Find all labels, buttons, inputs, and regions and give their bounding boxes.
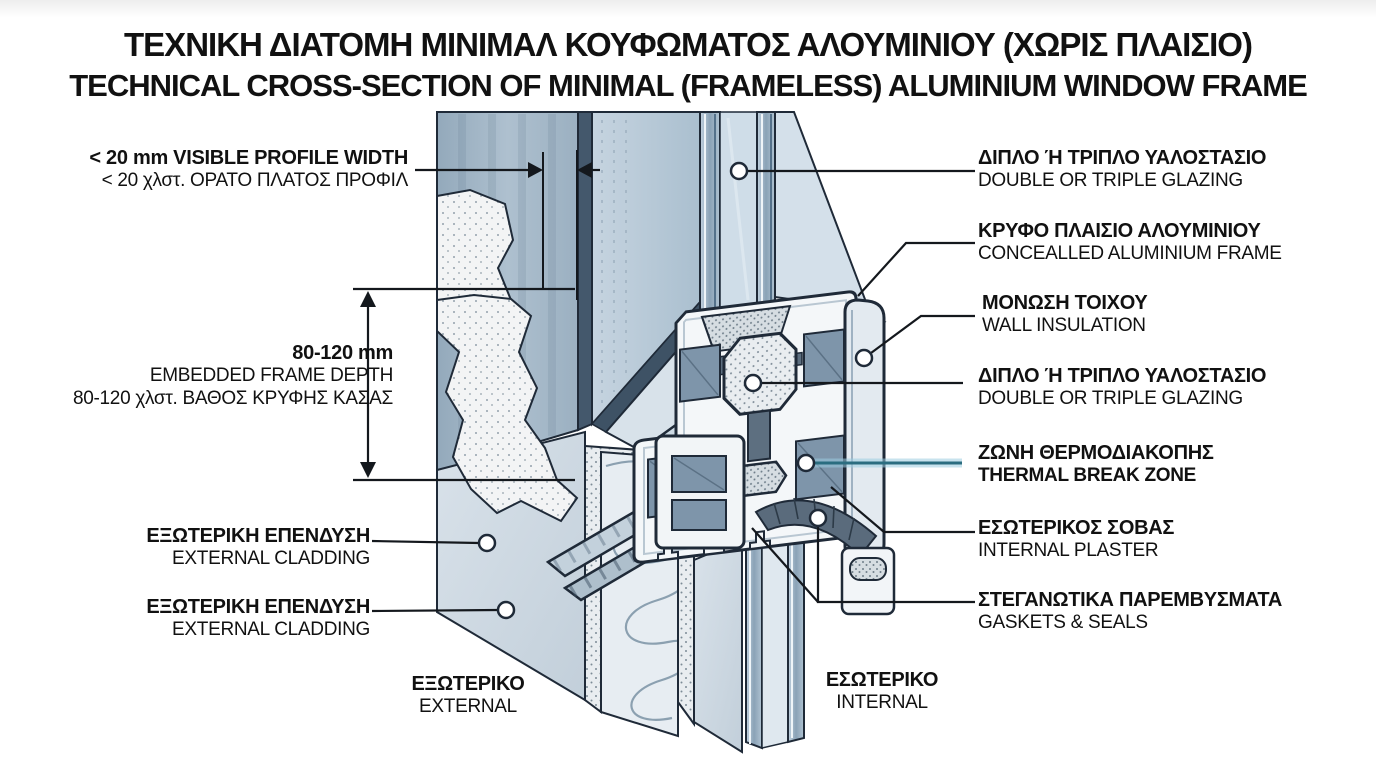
page-title-english: TECHNICAL CROSS-SECTION OF MINIMAL (FRAM… xyxy=(69,68,1308,103)
label-visible-profile-width: < 20 mm VISIBLE PROFILE WIDTH < 20 χλστ.… xyxy=(89,147,408,191)
label-external-side: ΕΞΩΤΕΡΙΚΟ EXTERNAL xyxy=(411,673,525,717)
label-embedded-frame-depth: 80-120 mm EMBEDDED FRAME DEPTH 80-120 χλ… xyxy=(72,342,393,409)
thermal-break-octagon xyxy=(722,331,798,416)
dimension-embedded-depth xyxy=(353,287,575,482)
leader-wall-insulation xyxy=(870,314,975,354)
sub-frame-profile xyxy=(654,434,746,550)
dot-cladding-upper xyxy=(477,533,497,553)
frame-visible-edge xyxy=(577,111,593,432)
leader-cladding-upper xyxy=(371,539,480,545)
page-title-greek: ΤΕΧΝΙΚΗ ΔΙΑΤΟΜΗ ΜΙΝΙΜΑΛ ΚΟΥΦΩΜΑΤΟΣ ΑΛΟΥΜ… xyxy=(124,26,1253,63)
torn-concrete-lower xyxy=(436,293,579,523)
dot-gaskets xyxy=(808,508,828,528)
label-external-cladding-upper: ΕΞΩΤΕΡΙΚΗ ΕΠΕΝΔΥΣΗ EXTERNAL CLADDING xyxy=(146,525,370,569)
dot-thermal-break xyxy=(796,453,816,473)
label-internal-plaster: ΕΣΩΤΕΡΙΚΟΣ ΣΟΒΑΣ INTERNAL PLASTER xyxy=(978,517,1175,561)
label-gaskets: ΣΤΕΓΑΝΩΤΙΚΑ ΠΑΡΕΜΒΥΣΜΑΤΑ GASKETS & SEALS xyxy=(978,589,1282,633)
dot-wall-insulation xyxy=(854,348,874,368)
dot-cladding-lower xyxy=(496,600,516,620)
dimension-visible-width xyxy=(415,150,600,300)
leader-dots xyxy=(477,161,874,620)
leader-lines xyxy=(371,169,975,613)
interior-glazing-lower xyxy=(693,514,805,754)
thermal-break-connector xyxy=(747,409,771,463)
concealed-frame-cover xyxy=(843,298,886,562)
leader-cladding-lower xyxy=(371,608,499,613)
label-external-cladding-lower: ΕΞΩΤΕΡΙΚΗ ΕΠΕΝΔΥΣΗ EXTERNAL CLADDING xyxy=(146,596,370,640)
label-glazing-top: ΔΙΠΛΟ Ή ΤΡΙΠΛΟ ΥΑΛΟΣΤΑΣΙΟ DOUBLE OR TRIP… xyxy=(978,147,1267,191)
leader-gaskets-branch xyxy=(751,527,819,603)
right-jamb-wedge xyxy=(774,111,868,309)
label-internal-side: ΕΣΩΤΕΡΙΚΟ INTERNAL xyxy=(825,669,939,713)
top-glazing-unit xyxy=(699,111,776,320)
dot-glazing-top xyxy=(729,161,749,181)
label-wall-insulation: ΜΟΝΩΣΗ ΤΟΙΧΟΥ WALL INSULATION xyxy=(982,292,1148,336)
dot-glazing-mid xyxy=(743,373,763,393)
label-thermal-break: ΖΩΝΗ ΘΕΡΜΟΔΙΑΚΟΠΗΣ THERMAL BREAK ZONE xyxy=(978,442,1214,486)
leader-internal-plaster xyxy=(830,486,975,534)
label-concealed-frame: ΚΡΥΦΟ ΠΛΑΙΣΙΟ ΑΛΟΥΜΙΝΙΟΥ CONCEALLED ALUM… xyxy=(978,220,1282,264)
label-glazing-mid: ΔΙΠΛΟ Ή ΤΡΙΠΛΟ ΥΑΛΟΣΤΑΣΙΟ DOUBLE OR TRIP… xyxy=(978,365,1267,409)
interior-sill-profile xyxy=(840,546,896,616)
leader-concealed-frame xyxy=(857,241,975,297)
